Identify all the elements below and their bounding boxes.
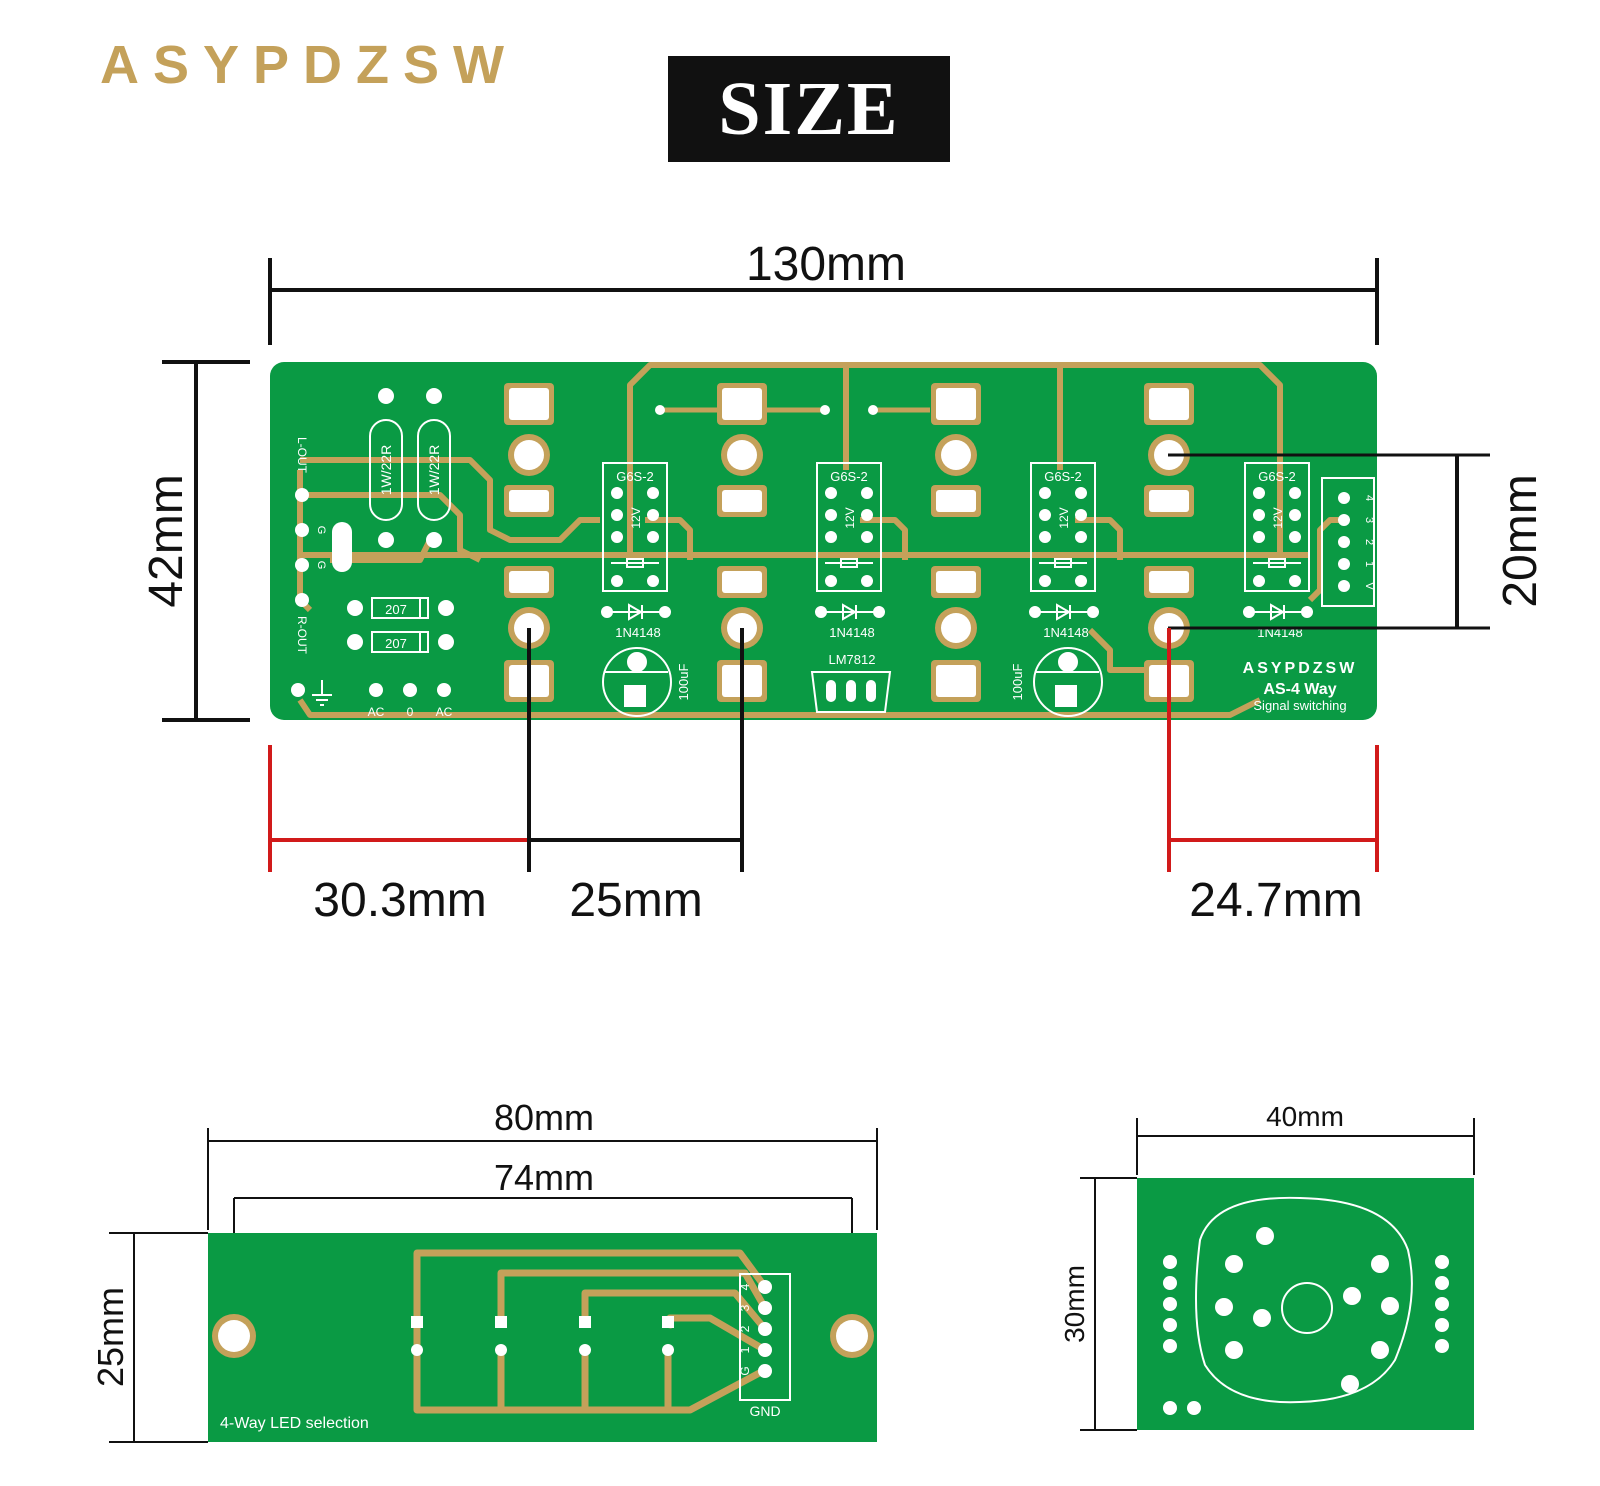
diode-2-label: 1N4148 [829,625,875,640]
resistor-1 [369,388,403,548]
dim-30b-label: 30mm [1059,1265,1090,1343]
dim-74-label: 74mm [494,1157,594,1198]
l-out-label: L-OUT [295,437,309,474]
diode-3 [1029,603,1099,621]
capacitor-1 [602,647,672,717]
relay-labels: G6S-2 G6S-2 G6S-2 G6S-2 12V 12V 12V 12V [616,469,1296,529]
capacitors [602,647,1103,717]
capacitor-2 [1033,647,1103,717]
pad [820,405,830,415]
diode-4 [1243,603,1313,621]
knob-side-pads [1163,1255,1449,1415]
led-conn-label: 3 [738,1304,752,1311]
board-function: Signal switching [1253,698,1346,713]
rca-column-3 [931,383,981,702]
diode-1-label: 1N4148 [615,625,661,640]
led-conn-label: 4 [738,1283,752,1290]
shaft-hole [1281,1282,1333,1334]
pad [655,405,665,415]
relays [602,462,1310,592]
g-label-1: G [315,526,327,535]
board-brand: ASYPDZSW [1243,660,1358,677]
relay-1 [602,462,668,592]
relay-3-label: G6S-2 [1044,469,1082,484]
led-conn-label: 1 [738,1346,752,1353]
g-label-2: G [315,561,327,570]
relay-4 [1244,462,1310,592]
connector-5pin [1321,477,1375,607]
dim-25-label: 25mm [569,874,702,927]
pad [868,405,878,415]
relay-2 [816,462,882,592]
led-connector-labels: 4 3 2 1 G [738,1283,752,1375]
relay-4-voltage: 12V [1271,507,1285,528]
board-model: AS-4 Way [1263,681,1336,698]
resistor-2 [417,388,451,548]
relay-2-label: G6S-2 [830,469,868,484]
regulator: LM7812 [810,652,892,713]
led-conn-label: G [738,1366,752,1375]
rectifier-1-label: 207 [385,602,407,617]
capacitor-1-label: 100uF [676,664,691,701]
ac-label-1: AC [368,705,385,719]
dim-20-label: 20mm [1494,474,1547,607]
led-board: 80mm 74mm 25mm [90,1097,878,1443]
ac-label-2: AC [436,705,453,719]
zero-label: 0 [407,705,414,719]
rectifiers [347,597,454,653]
relay-1-label: G6S-2 [616,469,654,484]
conn-label: 1 [1363,561,1375,567]
led-pads [411,1316,674,1356]
mount-holes [212,1314,874,1358]
diode-2 [815,603,885,621]
resistor-1-label: 1W/22R [378,445,394,496]
conn-label: 2 [1363,539,1375,545]
capacitor-2-label: 100uF [1010,664,1025,701]
led-connector [739,1273,791,1401]
resistor-2-label: 1W/22R [426,445,442,496]
relay-1-voltage: 12V [629,507,643,528]
main-traces [297,362,1345,718]
dim-25b-label: 25mm [90,1287,131,1387]
rca-columns [504,383,1194,702]
switch-outline [1195,1196,1413,1404]
led-caption: 4-Way LED selection [220,1415,369,1432]
brand-logo: ASYPDZSW [100,35,519,95]
led-conn-label: 2 [738,1325,752,1332]
relay-3-voltage: 12V [1057,507,1071,528]
rectifier-2 [347,631,454,653]
resistors [369,388,451,548]
dim-40-label: 40mm [1266,1101,1344,1132]
gnd-label: GND [749,1403,780,1419]
g-bridge [332,522,352,572]
regulator-label: LM7812 [829,652,876,667]
main-board: 130mm 42mm [140,238,1547,927]
diode-3-label: 1N4148 [1043,625,1089,640]
knob-board: 40mm 30mm [1059,1101,1475,1431]
conn-label: 3 [1363,517,1375,523]
diode-1 [601,603,671,621]
rectifier-2-label: 207 [385,636,407,651]
rectifier-1 [347,597,454,619]
rca-column-2 [717,383,767,702]
diodes [601,603,1313,621]
knob-pcb [1137,1178,1474,1430]
conn-label: V [1363,582,1375,590]
dim-80-label: 80mm [494,1097,594,1138]
dim-24-label: 24.7mm [1189,874,1362,927]
connector-labels: 4 3 2 1 V [1363,495,1375,590]
relay-4-label: G6S-2 [1258,469,1296,484]
r-out-label: R-OUT [295,616,309,655]
dim-42-label: 42mm [140,474,193,607]
io-pads [291,488,451,697]
relay-3 [1030,462,1096,592]
dim-130-label: 130mm [746,238,906,291]
conn-label: 4 [1363,495,1375,501]
ground-icon [312,680,332,706]
size-title: SIZE [668,56,950,162]
relay-2-voltage: 12V [843,507,857,528]
switch-pads [1215,1227,1399,1393]
dim-30-label: 30.3mm [313,874,486,927]
